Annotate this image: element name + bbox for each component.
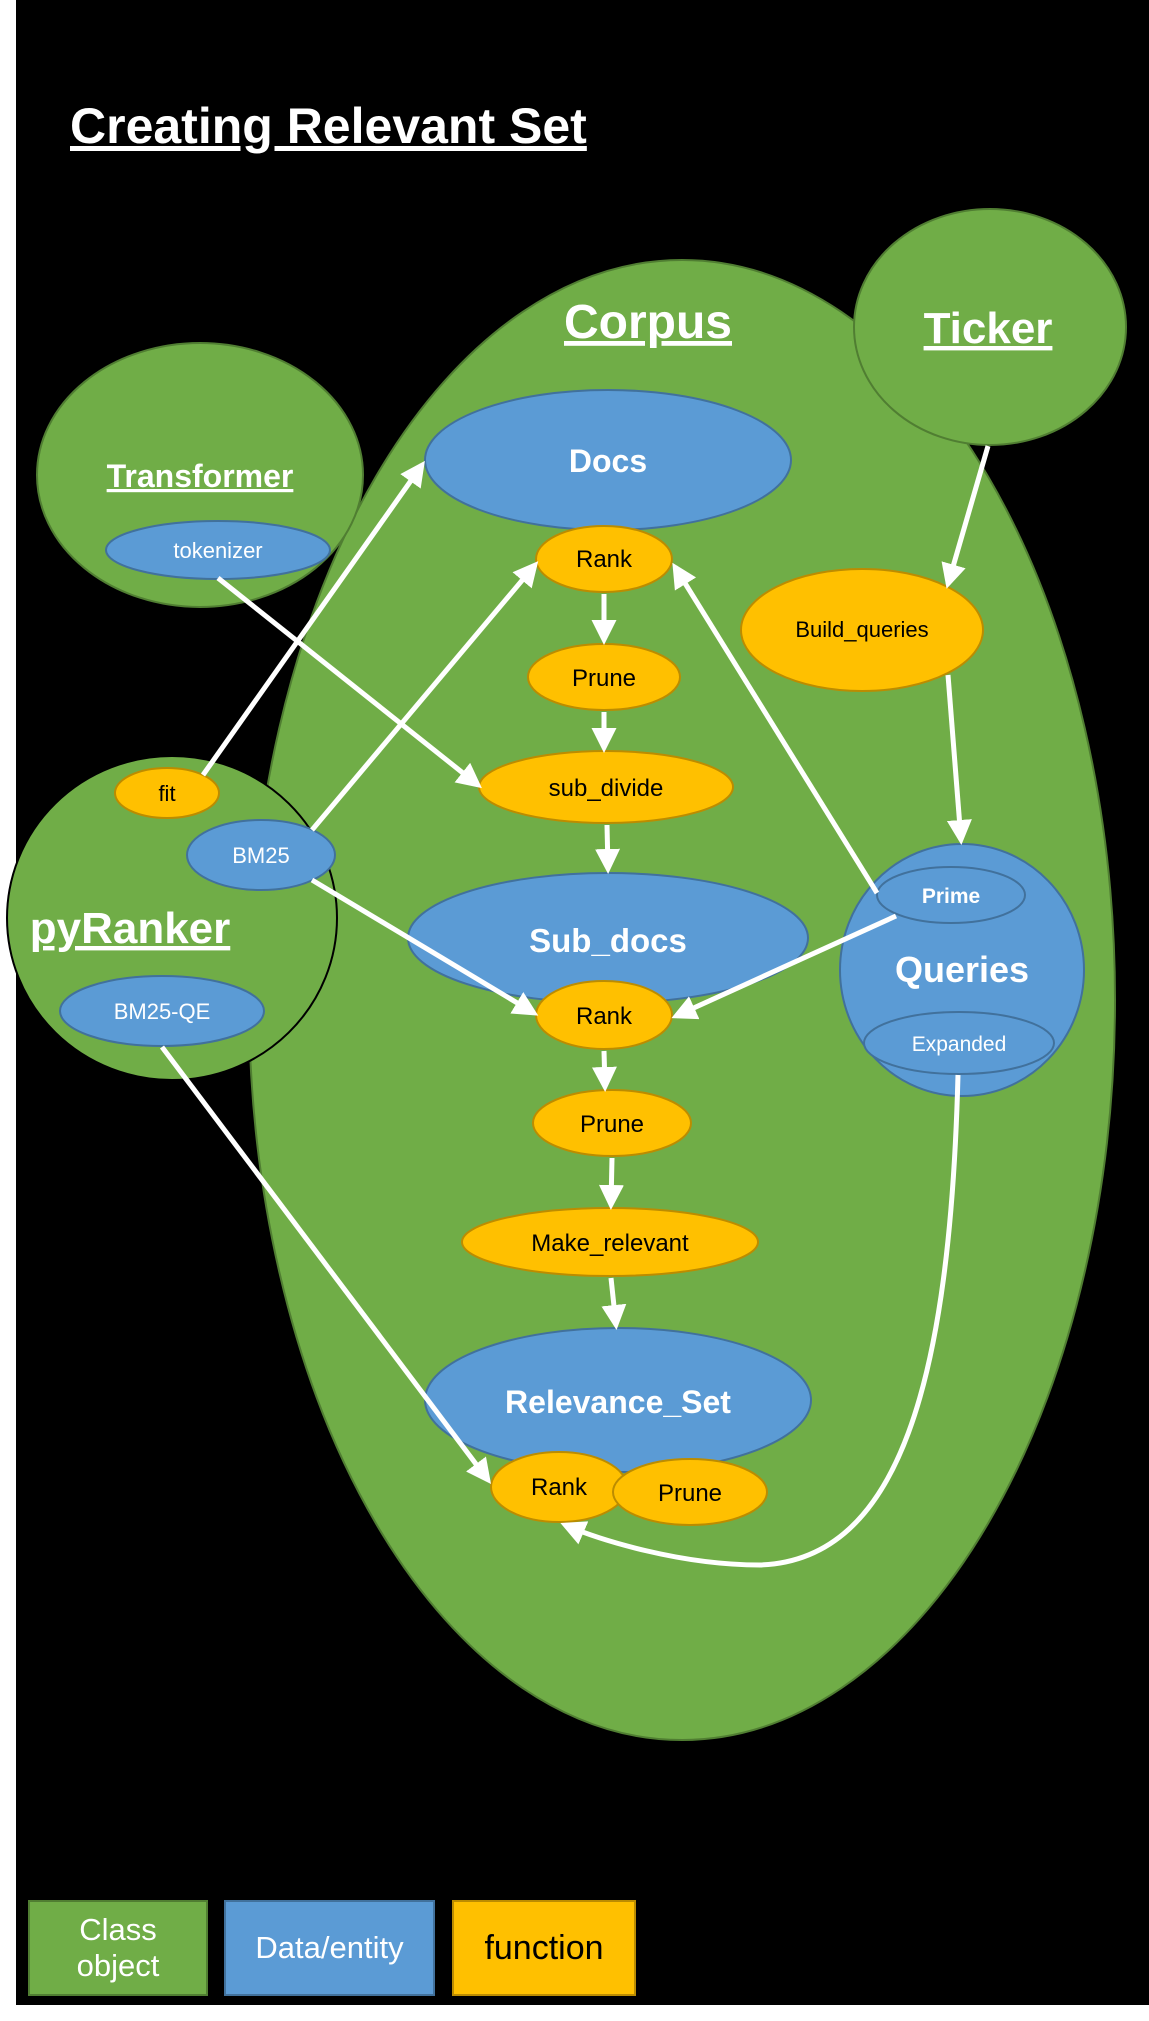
legend-item-function: function <box>452 1900 636 1996</box>
legend-item-class: Class object <box>28 1900 208 1996</box>
legend-data-label: Data/entity <box>255 1930 404 1965</box>
rank-1-label: Rank <box>576 546 633 573</box>
rank-3-label: Rank <box>531 1474 588 1501</box>
page-title: Creating Relevant Set <box>70 98 587 154</box>
sub-docs-label: Sub_docs <box>529 922 687 959</box>
legend-class-label: Class object <box>76 1912 160 1983</box>
tokenizer-label: tokenizer <box>173 538 262 563</box>
expanded-label: Expanded <box>912 1033 1007 1056</box>
fit-label: fit <box>158 781 175 806</box>
arrow-prime-to-rank2 <box>671 913 898 1020</box>
arrow-subdivide-to-subdocs <box>595 824 621 874</box>
bm25-label: BM25 <box>232 843 289 868</box>
make-relevant-label: Make_relevant <box>531 1230 689 1257</box>
build-queries-label: Build_queries <box>795 617 928 642</box>
sub-divide-label: sub_divide <box>549 775 664 802</box>
ticker-class-ellipse <box>853 208 1127 446</box>
arrow-ticker-to-buildqueries <box>941 445 991 589</box>
prune-3-label: Prune <box>658 1480 722 1507</box>
prime-label: Prime <box>922 885 980 908</box>
prime-entity <box>876 866 1026 924</box>
fit-function <box>114 767 220 819</box>
transformer-label: Transformer <box>107 458 294 494</box>
pyranker-label: pyRanker <box>30 904 231 953</box>
relevance-set-label: Relevance_Set <box>505 1384 731 1420</box>
arrow-rank2-to-prune2 <box>591 1050 617 1092</box>
corpus-label: Corpus <box>564 296 732 349</box>
arrow-bm25-to-rank2 <box>310 877 539 1016</box>
prune-1-label: Prune <box>572 665 636 692</box>
bm25-qe-entity <box>59 975 265 1047</box>
arrow-bm25qe-to-rank3 <box>160 1045 492 1484</box>
expanded-entity <box>863 1011 1055 1075</box>
arrow-prime-to-rank1 <box>672 562 880 895</box>
arrow-buildqueries-to-queries <box>945 674 972 845</box>
legend-function-label: function <box>484 1928 604 1967</box>
rank-2-label: Rank <box>576 1003 633 1030</box>
build-queries-function <box>740 568 984 692</box>
prune-function-3 <box>612 1458 768 1526</box>
legend: Class object Data/entity function <box>28 1900 638 1996</box>
legend-item-data: Data/entity <box>224 1900 435 1996</box>
ticker-label: Ticker <box>924 304 1053 353</box>
bm25-entity <box>186 819 336 891</box>
arrow-tokenizer-to-subdivide <box>216 576 482 789</box>
queries-label: Queries <box>895 949 1029 990</box>
arrow-expanded-to-rank3 <box>560 1074 961 1568</box>
arrow-fit-to-docs <box>200 460 425 777</box>
arrow-makerelevant-to-relevanceset <box>601 1277 627 1330</box>
arrow-bm25-to-rank1 <box>310 561 539 832</box>
arrows <box>160 445 991 1568</box>
arrow-prune2-to-makerelevant <box>598 1157 624 1210</box>
docs-label: Docs <box>569 443 647 479</box>
rank-function-1 <box>535 525 673 593</box>
prune-2-label: Prune <box>580 1111 644 1138</box>
bm25-qe-label: BM25-QE <box>114 999 211 1024</box>
